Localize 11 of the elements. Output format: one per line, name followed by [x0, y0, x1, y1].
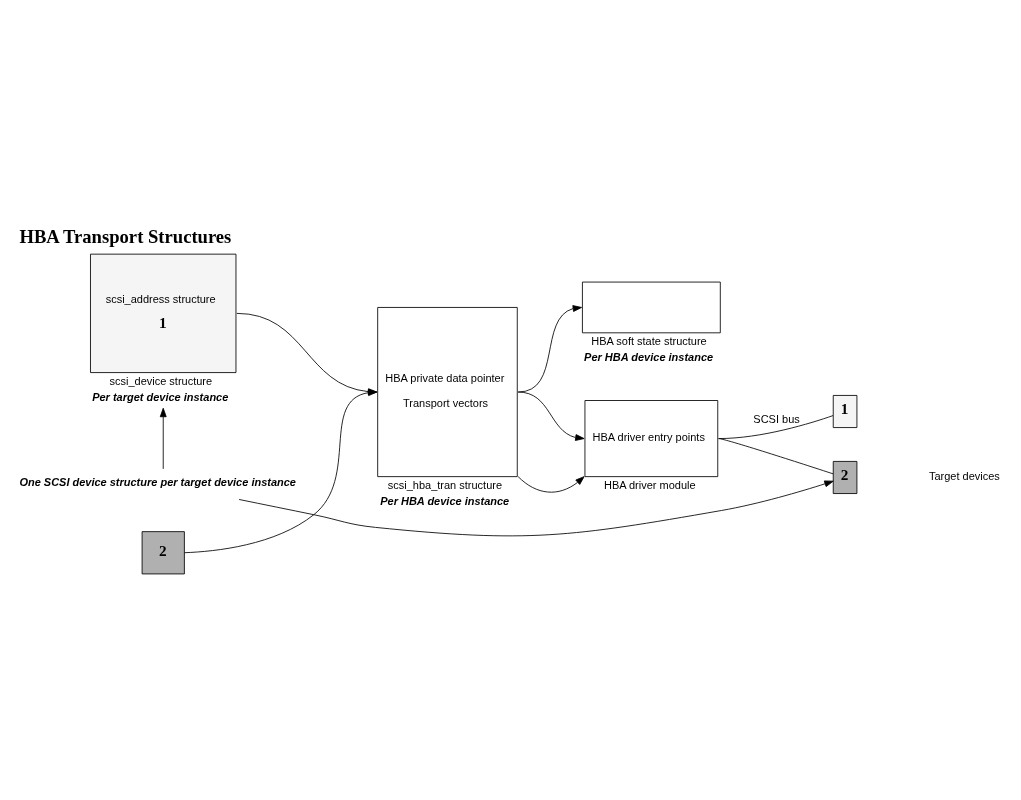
node-label: Per target device instance: [92, 390, 229, 403]
node-label: scsi_hba_tran structure: [387, 478, 503, 491]
node-label: Per HBA device instance: [380, 494, 510, 507]
node-label: scsi_device structure: [109, 374, 213, 387]
diagram-title: HBA Transport Structures: [19, 225, 232, 247]
node-text: One SCSI device structure per target device instance: [19, 475, 296, 488]
node-label: HBA soft state structure: [591, 334, 707, 347]
node-label: HBA driver module: [603, 478, 696, 491]
label: Target devices: [928, 469, 1000, 482]
edge-label: SCSI bus: [753, 412, 800, 425]
node-label: Per HBA device instance: [584, 350, 714, 363]
